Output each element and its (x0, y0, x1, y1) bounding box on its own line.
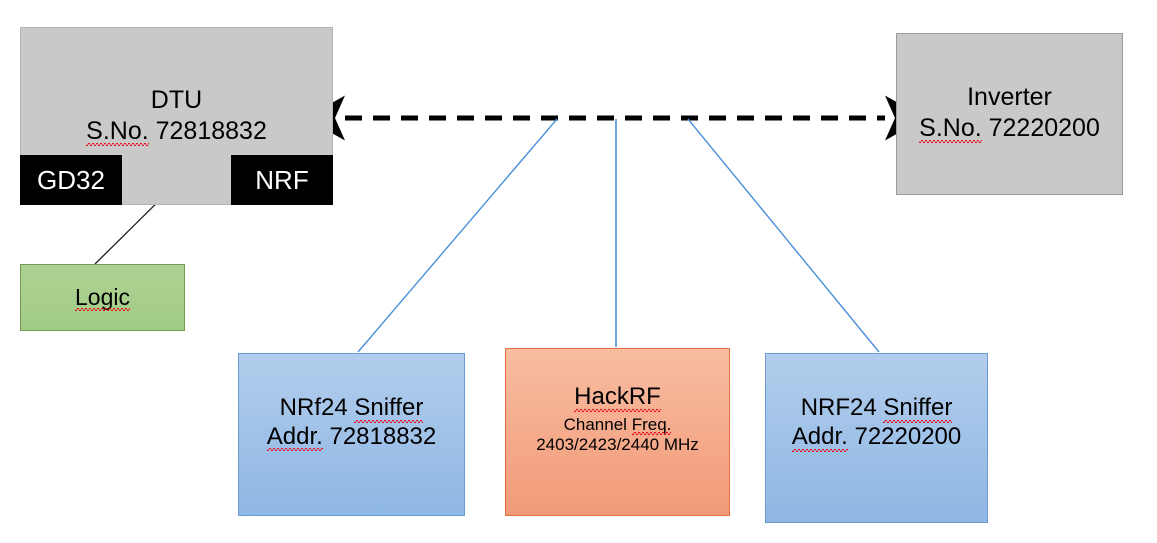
sniffer-right-title-prefix: NRF24 (800, 394, 884, 422)
hackrf-channel-word: Freq. (631, 414, 672, 435)
hackrf-title: HackRF (574, 383, 661, 412)
sniffer-left-addr: Addr. 72818832 (266, 422, 437, 452)
node-logic[interactable]: Logic (20, 264, 185, 331)
node-sniffer-left[interactable]: NRf24 Sniffer Addr. 72818832 (238, 353, 465, 516)
node-gd32[interactable]: GD32 (20, 155, 122, 205)
hackrf-channel-prefix: Channel (563, 414, 632, 434)
logic-label: Logic (75, 283, 130, 312)
nrf-label: NRF (255, 164, 309, 195)
hackrf-title-word: HackRF (574, 383, 661, 412)
tap-line-right (687, 118, 880, 353)
sniffer-right-title-word: Sniffer (883, 394, 953, 423)
sniffer-right-addr: Addr. 72220200 (791, 423, 962, 452)
dtu-serial-value-space (149, 117, 156, 145)
inverter-serial-space (982, 114, 989, 142)
dtu-serial-value: 72818832 (155, 117, 267, 145)
inverter-serial: S.No. 72220200 (919, 114, 1100, 143)
sniffer-left-title: NRf24 Sniffer (279, 393, 424, 423)
dtu-serial: S.No. 72818832 (86, 117, 267, 146)
tap-line-left (357, 118, 558, 353)
sniffer-right-title: NRF24 Sniffer (800, 394, 953, 423)
sniffer-right-addr-prefix: Addr. (791, 423, 848, 452)
inverter-serial-value: 72220200 (988, 114, 1100, 142)
sniffer-left-title-prefix: NRf24 (279, 393, 355, 421)
node-nrf[interactable]: NRF (231, 155, 333, 205)
hackrf-channel-label: Channel Freq. (563, 414, 672, 435)
sniffer-left-addr-value: 72818832 (329, 422, 437, 450)
sniffer-left-title-word: Sniffer (354, 393, 424, 423)
dtu-title: DTU (150, 86, 203, 114)
gd32-label: GD32 (37, 164, 105, 195)
sniffer-right-addr-value: 72220200 (854, 423, 962, 450)
inverter-serial-prefix: S.No. (919, 114, 982, 143)
node-sniffer-right[interactable]: NRF24 Sniffer Addr. 72220200 (765, 353, 988, 523)
inverter-title: Inverter (967, 83, 1052, 111)
node-hackrf[interactable]: HackRF Channel Freq. 2403/2423/2440 MHz (505, 348, 730, 516)
hackrf-frequencies: 2403/2423/2440 MHz (536, 434, 699, 454)
node-inverter[interactable]: Inverter S.No. 72220200 (896, 33, 1123, 195)
sniffer-left-addr-prefix: Addr. (266, 422, 323, 452)
dtu-serial-prefix: S.No. (86, 117, 149, 146)
